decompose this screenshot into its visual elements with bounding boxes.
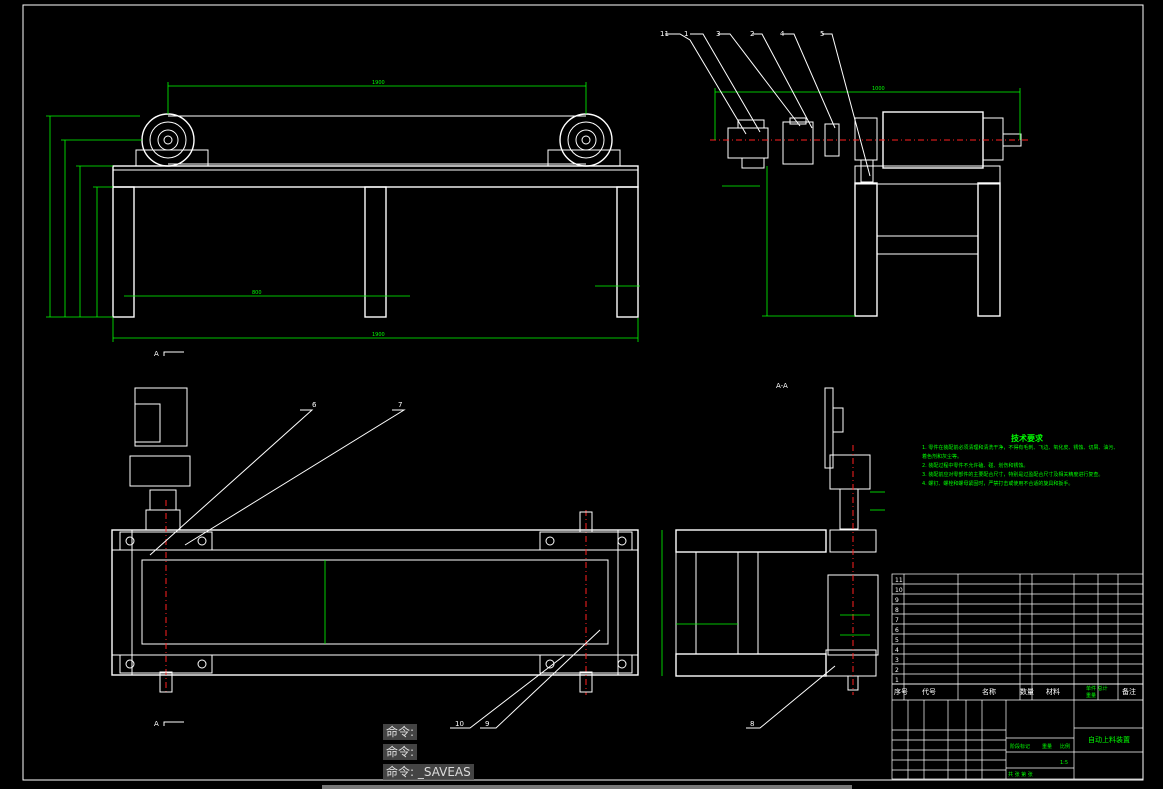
motor <box>727 127 769 159</box>
top-belt <box>141 559 609 645</box>
stage-label: 阶段标记 <box>1010 743 1030 750</box>
bom-header-weight: 重量 <box>1086 692 1096 699</box>
bom-header-name: 名称 <box>982 687 996 696</box>
tech-title: 技术要求 <box>1011 434 1043 443</box>
dim-inner-label: 800 <box>252 290 262 296</box>
horizontal-scrollbar[interactable] <box>322 785 852 789</box>
balloon-2: 2 <box>750 30 754 38</box>
bom-header-code: 代号 <box>922 687 936 696</box>
balloon-7: 7 <box>398 401 402 409</box>
tech-note-5: 4. 螺钉、螺栓和螺母紧固时，严禁打击或使用不合适的旋具和扳手。 <box>922 481 1074 487</box>
balloon-10: 10 <box>455 720 464 728</box>
side-dim-top-label: 1000 <box>872 86 885 92</box>
tech-note-2: 着色剂和灰尘等。 <box>922 454 963 460</box>
bom-header-seq: 序号 <box>894 687 908 696</box>
section-view: A-A 8 <box>661 382 885 729</box>
bom-row-seq: 11 <box>895 577 903 584</box>
reducer <box>782 121 814 165</box>
bom-row-seq: 3 <box>895 657 899 664</box>
top-view: 6 7 10 9 A <box>111 387 639 729</box>
balloon-5: 5 <box>820 30 824 38</box>
tech-note-1: 1. 零件在装配前必须清理和清洗干净，不得有毛刺、飞边、氧化皮、锈蚀、切屑、油污… <box>922 445 1119 451</box>
top-reducer <box>129 455 191 487</box>
section-mark-a-bottom: A <box>154 720 159 728</box>
command-line-history: 命令: 命令: 命令: _SAVEAS <box>383 724 474 784</box>
balloon-4: 4 <box>780 30 785 38</box>
balloon-8: 8 <box>750 720 754 728</box>
bom-row-seq: 2 <box>895 667 899 674</box>
bom-row-seq: 10 <box>895 587 903 594</box>
bom-row-seq: 6 <box>895 627 899 634</box>
leg-left <box>112 186 135 318</box>
front-view: 1900 1900 800 A <box>46 80 640 358</box>
drawing-title: 自动上料装置 <box>1088 735 1130 744</box>
bom-header-qty: 数量 <box>1020 687 1034 696</box>
scale-label: 比例 <box>1060 743 1070 750</box>
coupling <box>824 123 840 157</box>
leg-right <box>616 186 639 318</box>
leg-middle <box>364 186 387 318</box>
technical-requirements: 技术要求 1. 零件在装配前必须清理和清洗干净，不得有毛刺、飞边、氧化皮、锈蚀、… <box>922 433 1132 489</box>
balloon-6: 6 <box>312 401 317 409</box>
tech-note-4: 3. 装配前应对零部件的主要配合尺寸，特别是过盈配合尺寸及相关精度进行复查。 <box>922 472 1104 478</box>
balloon-9: 9 <box>485 720 489 728</box>
sheet-label: 共 张 第 张 <box>1008 771 1033 778</box>
balloon-1: 1 <box>684 30 688 38</box>
bom-header-unit: 单件 总计 <box>1086 685 1108 692</box>
scale-value: 1:5 <box>1060 760 1068 766</box>
section-label: A-A <box>776 382 788 390</box>
top-frame <box>111 529 639 676</box>
balloon-11: 11 <box>660 30 669 38</box>
balloon-3: 3 <box>716 30 720 38</box>
bom-rows: 11 10 9 8 7 6 5 4 3 2 1 <box>892 577 1143 685</box>
bom-row-seq: 7 <box>895 617 899 624</box>
side-leg-left <box>854 182 878 317</box>
frame-top-beam <box>112 165 639 188</box>
command-line-2: 命令: <box>383 744 418 760</box>
title-block: 11 10 9 8 7 6 5 4 3 2 1 序号 代号 名称 数量 材料 单件 总计 重量 备注… <box>891 573 1144 780</box>
side-leg-right <box>977 182 1001 317</box>
dim-top-label: 1900 <box>372 80 385 86</box>
bom-row-seq: 8 <box>895 607 899 614</box>
command-line-1: 命令: <box>383 724 418 740</box>
bom-row-seq: 1 <box>895 677 899 684</box>
bom-header-note: 备注 <box>1122 687 1136 696</box>
top-motor <box>134 387 188 447</box>
bom-header-mat: 材料 <box>1046 687 1060 696</box>
section-mark-a-top: A <box>154 350 159 358</box>
bom-row-seq: 5 <box>895 637 899 644</box>
weight-label: 重量 <box>1042 743 1052 750</box>
side-crossbar <box>876 235 979 255</box>
dim-bottom-label: 1900 <box>372 332 385 338</box>
side-view: 1000 11 1 3 2 4 5 <box>660 30 1030 317</box>
drawing-frame <box>22 4 1144 781</box>
tech-note-3: 2. 装配过程中零件不允许磕、碰、划伤和锈蚀。 <box>922 463 1029 469</box>
command-line-3[interactable]: 命令: _SAVEAS <box>383 764 474 780</box>
bom-row-seq: 4 <box>895 647 899 654</box>
bom-row-seq: 9 <box>895 597 899 604</box>
